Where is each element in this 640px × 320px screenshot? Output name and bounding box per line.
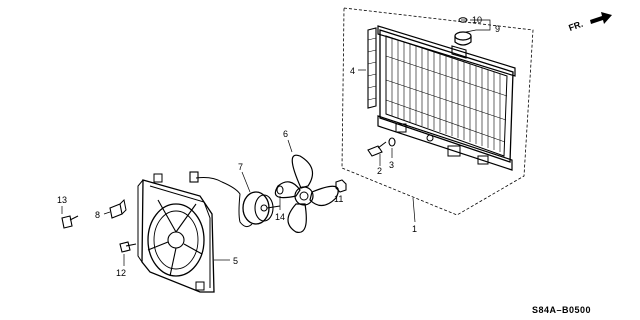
callout-3: 3 [389,160,394,170]
callout-10: 10 [472,15,482,25]
radiator-assembly [341,7,534,216]
fan-nut [335,179,347,193]
callout-12: 12 [116,268,126,278]
callout-11: 11 [334,194,343,204]
callout-9: 9 [495,24,500,34]
callout-4: 4 [350,66,355,76]
callout-13: 13 [57,195,67,205]
callout-1: 1 [412,224,417,234]
callout-14: 14 [275,212,285,222]
drain-bolt [367,141,387,157]
arrow-right-icon [590,12,612,24]
fan-wire-harness [189,171,253,228]
bolt-12 [119,241,137,253]
callout-2: 2 [377,166,382,176]
diagram-code: S84A–B0500 [532,305,591,315]
front-label: FR. [567,19,584,33]
callout-7: 7 [238,162,243,172]
fan-motor [242,191,281,225]
callout-8: 8 [95,210,100,220]
o-ring [388,137,396,147]
callout-5: 5 [233,256,238,266]
cooling-fan [274,154,339,234]
bolt-13 [61,215,79,229]
radiator-cushion [367,27,377,109]
callout-6: 6 [283,129,288,139]
leader-lines [61,19,491,266]
connector-clip [109,198,127,219]
fan-shroud [137,173,215,293]
front-direction-indicator: FR. [567,12,612,33]
washer [276,185,284,195]
